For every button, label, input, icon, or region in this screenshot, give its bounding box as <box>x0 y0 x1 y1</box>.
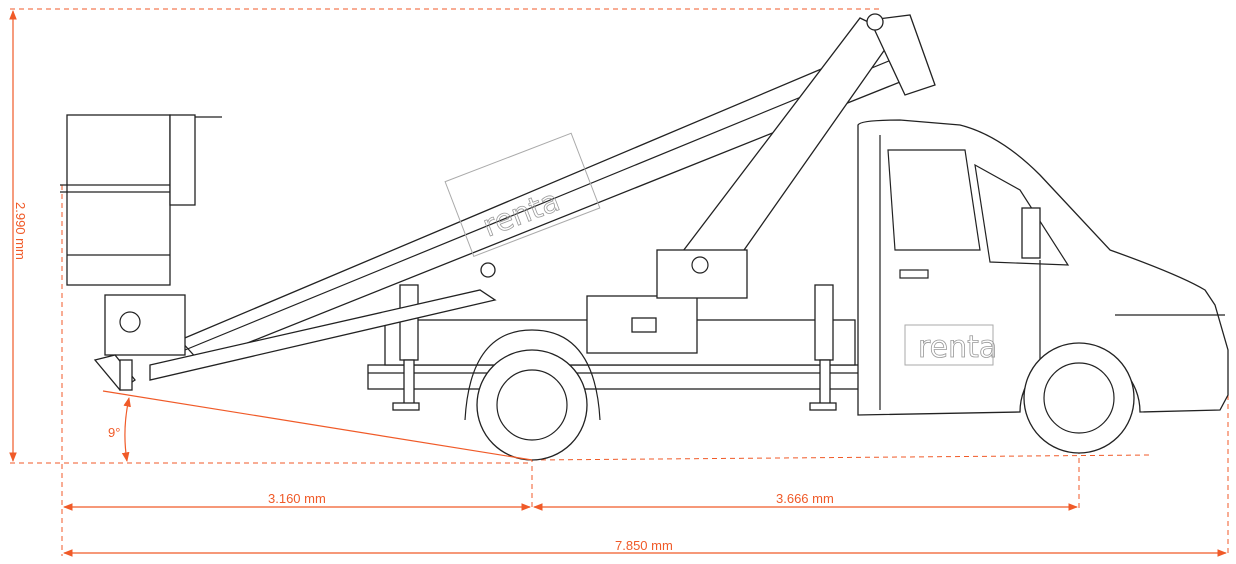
dimension-annotations: 2.990 mm 9° 3.160 mm 3.666 mm 7.850 mm <box>9 10 1227 557</box>
total-length-label: 7.850 mm <box>615 538 673 553</box>
rear-overhang-label: 3.160 mm <box>268 491 326 506</box>
truck-illustration: renta renta <box>60 13 1229 461</box>
cab-logo: renta <box>918 330 997 365</box>
angle-arc <box>121 397 131 462</box>
boom-logo-panel <box>444 132 601 257</box>
front-outrigger <box>814 284 834 361</box>
cab-window <box>887 149 981 251</box>
wheelbase-label: 3.666 mm <box>776 491 834 506</box>
work-basket <box>66 114 171 286</box>
front-wheel <box>1023 342 1135 454</box>
rear-outrigger <box>399 284 419 361</box>
cab-logo-panel <box>904 324 994 366</box>
chassis <box>367 364 861 390</box>
control-panel <box>169 114 196 206</box>
angle-label: 9° <box>108 425 120 440</box>
rear-wheel <box>476 349 588 461</box>
height-label: 2.990 mm <box>13 202 28 260</box>
boom-logo: renta <box>478 183 565 244</box>
angle-line <box>102 390 533 461</box>
